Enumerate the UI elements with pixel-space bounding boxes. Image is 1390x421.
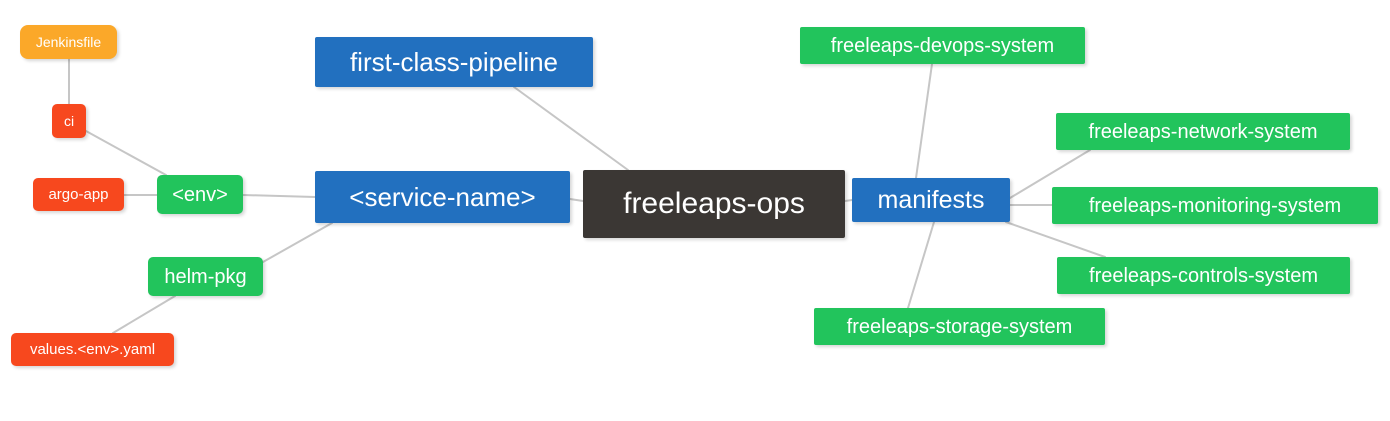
edge-helm-pkg-to-values-yaml xyxy=(112,295,176,334)
mindmap-node-env[interactable]: <env> xyxy=(157,175,243,214)
mindmap-node-jenkinsfile[interactable]: Jenkinsfile xyxy=(20,25,117,59)
mindmap-node-values-yaml[interactable]: values.<env>.yaml xyxy=(11,333,174,366)
mindmap-node-freeleaps-controls-system[interactable]: freeleaps-controls-system xyxy=(1057,257,1350,294)
mindmap-node-service-name[interactable]: <service-name> xyxy=(315,171,570,223)
edge-manifests-to-freeleaps-storage-system xyxy=(907,221,935,309)
edge-ci-to-env xyxy=(85,130,167,176)
mindmap-node-freeleaps-storage-system[interactable]: freeleaps-storage-system xyxy=(814,308,1105,345)
mindmap-node-helm-pkg[interactable]: helm-pkg xyxy=(148,257,263,296)
mindmap-node-ci[interactable]: ci xyxy=(52,104,86,138)
edge-service-name-to-helm-pkg xyxy=(262,222,333,263)
mindmap-node-manifests[interactable]: manifests xyxy=(852,178,1010,222)
edge-freeleaps-ops-to-manifests xyxy=(844,199,853,202)
edge-manifests-to-freeleaps-devops-system xyxy=(915,63,933,179)
mindmap-node-first-class-pipeline[interactable]: first-class-pipeline xyxy=(315,37,593,87)
mindmap-node-freeleaps-devops-system[interactable]: freeleaps-devops-system xyxy=(800,27,1085,64)
mindmap-node-freeleaps-monitoring-system[interactable]: freeleaps-monitoring-system xyxy=(1052,187,1378,224)
edge-first-class-pipeline-to-freeleaps-ops xyxy=(513,86,629,171)
edge-service-name-to-freeleaps-ops xyxy=(569,198,584,202)
edge-env-to-service-name xyxy=(242,194,316,198)
mindmap-node-freeleaps-network-system[interactable]: freeleaps-network-system xyxy=(1056,113,1350,150)
mindmap-node-freeleaps-ops[interactable]: freeleaps-ops xyxy=(583,170,845,238)
edge-manifests-to-freeleaps-controls-system xyxy=(1005,221,1106,258)
mindmap-node-argo-app[interactable]: argo-app xyxy=(33,178,124,211)
